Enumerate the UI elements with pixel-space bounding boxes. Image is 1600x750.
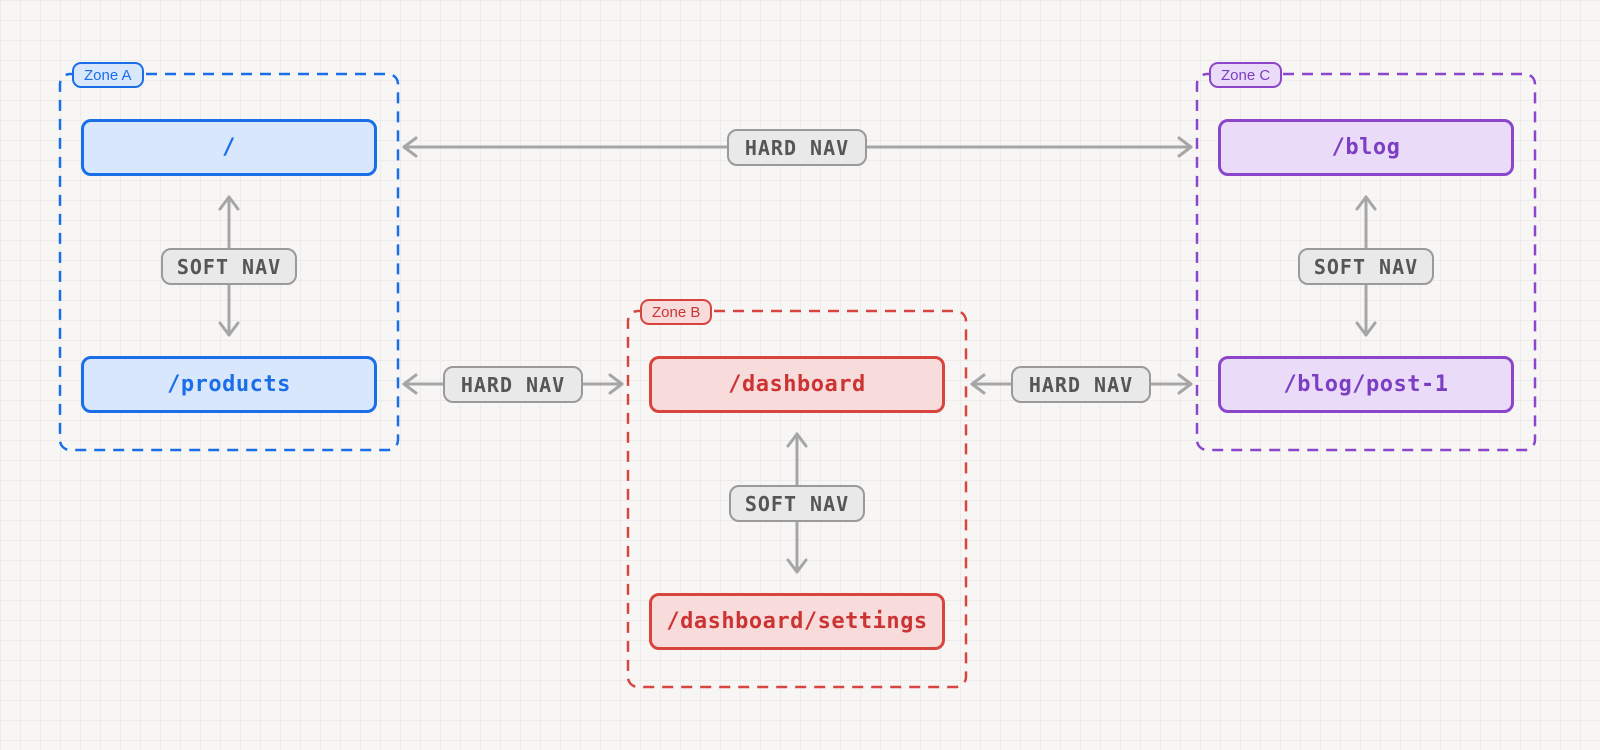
zone-a-label: Zone A (72, 62, 144, 88)
zone-c-border (1195, 72, 1537, 452)
route-node-dashboard: /dashboard (649, 356, 945, 413)
arrowhead-left-icon (402, 136, 418, 158)
arrowhead-down-icon (218, 321, 240, 337)
zone-b-border (626, 309, 968, 689)
zone-b-label: Zone B (640, 299, 713, 325)
hard-nav-badge-products-dashboard: HARD NAV (443, 366, 583, 403)
zone-c-label: Zone C (1209, 62, 1283, 88)
arrowhead-left-icon (970, 373, 986, 395)
route-node-blog-post-1: /blog/post-1 (1218, 356, 1514, 413)
arrowhead-up-icon (786, 432, 808, 448)
route-node-dashboard-settings: /dashboard/settings (649, 593, 945, 650)
zone-a-border (58, 72, 400, 452)
route-node-blog: /blog (1218, 119, 1514, 176)
arrowhead-right-icon (1177, 373, 1193, 395)
arrowhead-down-icon (786, 558, 808, 574)
arrowhead-right-icon (1177, 136, 1193, 158)
arrowhead-right-icon (608, 373, 624, 395)
arrowhead-left-icon (402, 373, 418, 395)
route-node-products: /products (81, 356, 377, 413)
arrowhead-up-icon (218, 195, 240, 211)
soft-nav-badge-zone-b: SOFT NAV (729, 485, 865, 522)
soft-nav-badge-zone-c: SOFT NAV (1298, 248, 1434, 285)
hard-nav-badge-root-blog: HARD NAV (727, 129, 867, 166)
hard-nav-badge-dashboard-post: HARD NAV (1011, 366, 1151, 403)
arrowhead-up-icon (1355, 195, 1377, 211)
soft-nav-badge-zone-a: SOFT NAV (161, 248, 297, 285)
route-node-root: / (81, 119, 377, 176)
arrowhead-down-icon (1355, 321, 1377, 337)
